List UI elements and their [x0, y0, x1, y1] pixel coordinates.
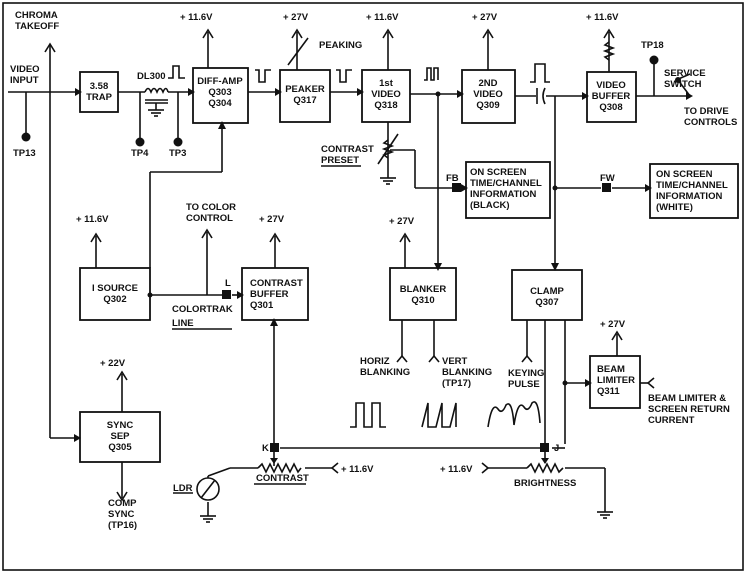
- supply-buffer: + 11.6V: [586, 12, 619, 23]
- supply-video1: + 11.6V: [366, 12, 399, 23]
- connector-j: [540, 443, 549, 452]
- ldr-label: LDR: [173, 483, 193, 494]
- video-buffer-block: [586, 71, 637, 123]
- ground-symbols: [148, 109, 613, 523]
- coupling-capacitor: [536, 87, 546, 105]
- dl300-label: DL300: [137, 71, 166, 82]
- pot-wipers: [270, 458, 549, 464]
- supply-brightness-pot: + 11.6V: [440, 464, 473, 475]
- supply-sync-sep: + 22V: [100, 358, 126, 369]
- supply-blanker: + 27V: [389, 216, 415, 227]
- waveforms: [168, 63, 691, 428]
- k-label: K: [262, 443, 269, 454]
- label-underlines: [172, 165, 361, 494]
- contrast-buffer-block: [241, 267, 309, 321]
- supply-isource: + 11.6V: [76, 214, 109, 225]
- supply-contrast-pot: + 11.6V: [341, 464, 374, 475]
- test-points: [21, 55, 681, 386]
- first-video-block: [361, 69, 411, 123]
- osd-white-block: [649, 163, 739, 219]
- connector-l: [222, 290, 231, 299]
- trap-block: [79, 71, 119, 113]
- fb-label: FB: [446, 173, 459, 184]
- peaker-block: [279, 69, 331, 123]
- osd-black-block: [465, 161, 551, 219]
- supply-peaker: + 27V: [283, 12, 309, 23]
- j-label: J: [554, 443, 559, 454]
- supply-contrast-buffer: + 27V: [259, 214, 285, 225]
- contrast-label: CONTRAST: [256, 473, 309, 484]
- supply-diffamp: + 11.6V: [180, 12, 213, 23]
- resistors: [257, 41, 616, 474]
- sync-sep-block: [79, 411, 161, 463]
- tp18-label: TP18: [641, 40, 664, 51]
- signal-wires: [8, 32, 691, 516]
- supply-arrows: [44, 28, 693, 502]
- delay-line-coil: [144, 87, 169, 110]
- tp4-label: TP4: [131, 148, 149, 159]
- clamp-block: [511, 269, 583, 321]
- supply-beam-limiter: + 27V: [600, 319, 626, 330]
- peaking-label: PEAKING: [319, 40, 362, 51]
- l-label: L: [225, 278, 231, 289]
- connector-k: [270, 443, 279, 452]
- blanker-block: [389, 267, 457, 321]
- brightness-label: BRIGHTNESS: [514, 478, 576, 489]
- second-video-block: [461, 69, 516, 124]
- supply-video2: + 27V: [472, 12, 498, 23]
- i-source-block: [79, 267, 151, 321]
- diff-amp-block: [192, 67, 249, 124]
- fw-label: FW: [600, 173, 615, 184]
- tp3-label: TP3: [169, 148, 186, 159]
- connector-fw: [602, 183, 611, 192]
- ldr-symbol: [196, 476, 220, 501]
- tp13-label: TP13: [13, 148, 36, 159]
- connector-fb: [452, 183, 461, 192]
